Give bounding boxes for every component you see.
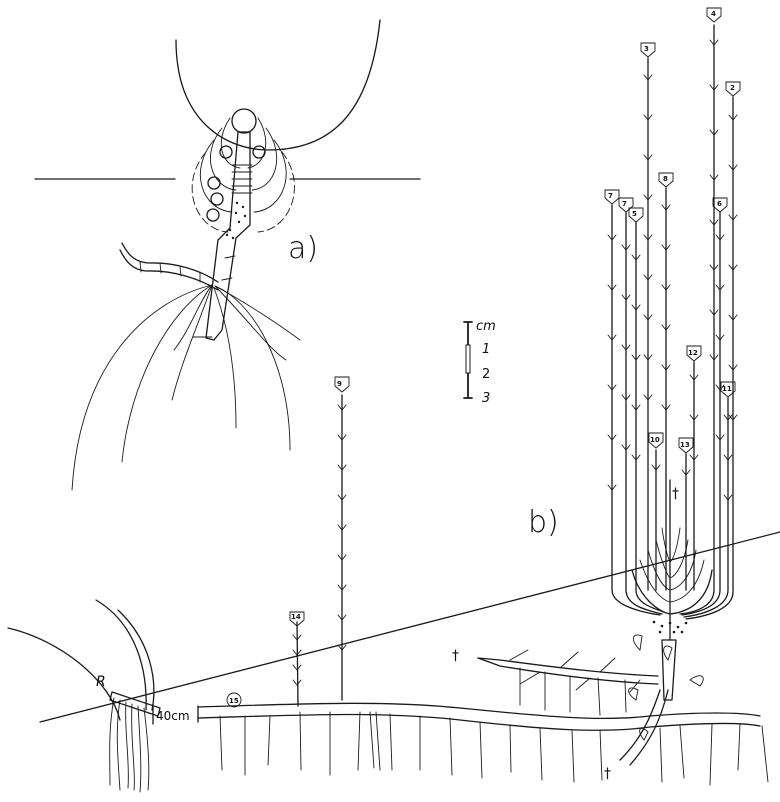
panel-a-label: a) xyxy=(288,231,318,266)
scale-tick-2: 2 xyxy=(482,367,490,382)
panel-b-label: b) xyxy=(528,505,559,540)
shoot-5-number: 5 xyxy=(632,210,637,218)
panel-a-side-bud xyxy=(220,146,232,158)
shoot-9-number: 9 xyxy=(337,380,342,388)
shoot-cluster: † 7 7 5 xyxy=(605,8,740,740)
panel-a-lateral-rhizome xyxy=(122,243,218,282)
panel-b-main-rhizome-edge xyxy=(198,714,760,730)
shoot-7-number: 7 xyxy=(608,192,613,200)
shoot-14: 14 xyxy=(290,612,304,706)
shoot-15-number: 15 xyxy=(229,697,239,705)
shoot-9: 9 xyxy=(335,377,349,700)
panel-a-stipple xyxy=(226,202,246,239)
panel-a-side-bud xyxy=(253,146,265,158)
panel-a-lateral-rhizome-edge xyxy=(120,250,218,290)
panel-a-terminal-bud xyxy=(232,109,256,133)
panel-b-dead-branch: † xyxy=(604,690,668,782)
panel-a-side-bud xyxy=(207,209,219,221)
dead-marker-center: † xyxy=(672,486,679,502)
panel-a: a) xyxy=(35,20,420,490)
shoot-13: 13 xyxy=(679,438,693,590)
shoot-7: 7 xyxy=(605,190,660,615)
scale-tick-3: 3 xyxy=(482,391,490,406)
distance-label: 40cm xyxy=(156,709,190,723)
shoot-7b-number: 7 xyxy=(622,200,627,208)
shoot-3: 3 xyxy=(641,43,655,590)
panel-b-contour-arc xyxy=(96,600,146,710)
shoot-4-number: 4 xyxy=(711,10,716,18)
root-marker-r: R xyxy=(96,674,106,690)
shoot-2-number: 2 xyxy=(730,84,735,92)
panel-a-sheath-arc xyxy=(254,140,286,212)
panel-a-roots xyxy=(72,285,300,490)
scale-tick-1: 1 xyxy=(482,342,490,357)
panel-b-rhizome-roots xyxy=(220,712,768,785)
panel-b-lateral-rhizome: † xyxy=(452,648,658,715)
panel-a-rhizome-body xyxy=(206,132,250,340)
shoot-8: 8 xyxy=(659,173,673,590)
shoot-10-number: 10 xyxy=(650,436,660,444)
panel-b-left-roots xyxy=(110,698,149,792)
shoot-6: 6 xyxy=(682,198,727,615)
panel-b: b) R 40cm xyxy=(8,8,780,792)
shoot-15: 15 xyxy=(227,693,241,707)
scale-bar: cm 1 2 3 xyxy=(464,319,496,406)
shoot-leaf-ticks xyxy=(608,40,737,500)
dead-marker-bottom: † xyxy=(604,766,611,782)
panel-a-sheath-arc xyxy=(210,128,236,190)
shoot-3-number: 3 xyxy=(644,45,649,53)
shoot-13-number: 13 xyxy=(680,441,690,449)
panel-a-node-line xyxy=(222,278,232,280)
shoot-14-number: 14 xyxy=(291,613,301,621)
panel-a-sheath-arc xyxy=(248,118,266,168)
shoot-10: 10 xyxy=(649,433,663,590)
dead-marker-top: † xyxy=(452,648,459,664)
panel-a-sheath-arc xyxy=(200,140,232,212)
shoot-6-number: 6 xyxy=(717,200,722,208)
panel-a-side-bud xyxy=(208,177,220,189)
panel-a-side-bud xyxy=(211,193,223,205)
panel-a-sheath-arc xyxy=(252,128,277,190)
panel-a-outer-arc xyxy=(176,20,380,150)
scale-unit: cm xyxy=(476,319,496,334)
shoot-12-number: 12 xyxy=(688,349,698,357)
shoot-8-number: 8 xyxy=(663,175,668,183)
